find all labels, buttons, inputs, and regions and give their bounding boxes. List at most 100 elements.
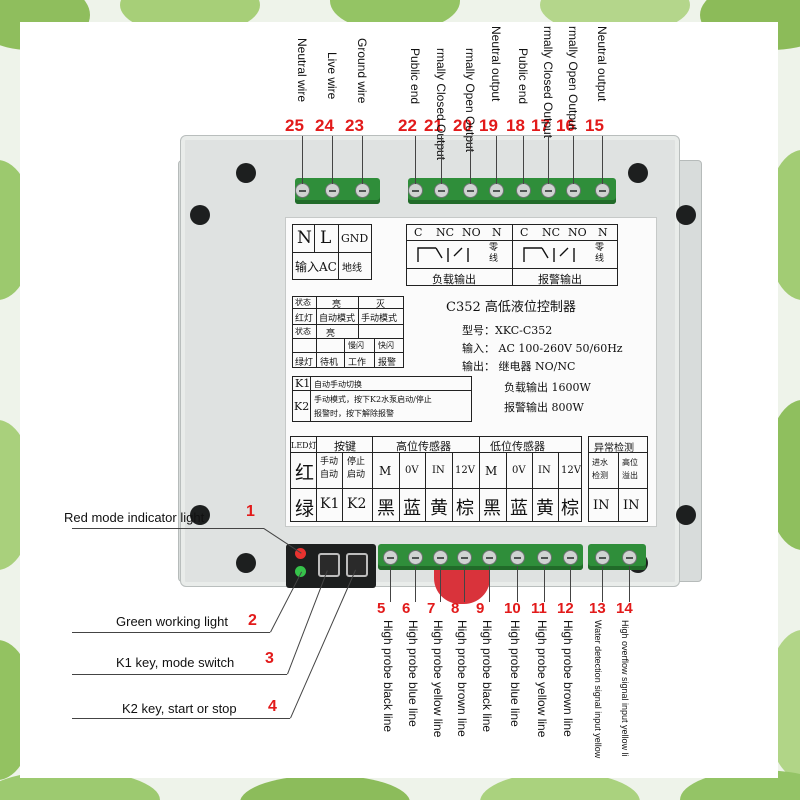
mounting-hole <box>676 505 696 525</box>
terminal-label-bottom: High probe brown line <box>455 620 469 737</box>
terminal-screw <box>489 183 504 198</box>
terminal-label-top: Neutral output <box>595 26 609 102</box>
terminal-number-top: 21 <box>424 116 443 135</box>
leader-line <box>548 136 549 184</box>
terminal-table <box>290 436 582 522</box>
relay1-nc: NC <box>436 226 455 239</box>
terminal-label-top: rmally Open Output <box>566 26 580 131</box>
state-fast: 快闪 <box>378 341 394 350</box>
spec-line: 输出： 继电器 NO/NC <box>462 360 576 373</box>
power-gnd: GND <box>341 232 369 245</box>
tbl-water: 进水 检测 <box>592 458 608 480</box>
callout-label: K1 key, mode switch <box>116 655 235 670</box>
relay2-no: NO <box>568 226 587 239</box>
tbl-led: LED灯 <box>291 441 317 450</box>
terminal-screw <box>622 550 637 565</box>
terminal-label-bottom: High overflow signal input yellow li <box>620 620 630 757</box>
terminal-screw <box>457 550 472 565</box>
leader-line <box>602 566 603 602</box>
key-table <box>292 376 472 422</box>
leader-line <box>544 566 545 602</box>
terminal-number-bottom: 7 <box>427 600 436 617</box>
tbl-stop-start: 停止 启动 <box>347 457 366 480</box>
tbl-blue: 蓝 <box>510 498 528 519</box>
terminal-screw <box>510 550 525 565</box>
leader-line <box>573 136 574 184</box>
terminal-number-bottom: 11 <box>531 600 547 617</box>
tbl-in2: IN <box>623 498 640 513</box>
leader-line <box>496 136 497 184</box>
terminal-screw <box>383 550 398 565</box>
relay1-no: NO <box>462 226 481 239</box>
key-k1: K1 <box>295 377 311 390</box>
tbl-green: 绿 <box>295 498 315 520</box>
leader-line <box>72 718 290 719</box>
callout-label: K2 key, start or stop <box>122 701 237 716</box>
tbl-in1: IN <box>593 498 610 513</box>
terminal-label-top: rmally Closed Output <box>541 26 555 139</box>
spec-line: 负载输出 1600W <box>504 381 591 394</box>
terminal-number-top: 25 <box>285 116 304 135</box>
terminal-number-bottom: 10 <box>504 600 521 617</box>
power-l: L <box>320 228 332 248</box>
k2-button[interactable] <box>346 553 368 577</box>
green-led <box>295 566 306 577</box>
state-g2: 工作 <box>348 358 367 368</box>
spec-label: N L GND 输入AC 地线 C NC NO N 零线 负载输出 C NC N… <box>285 217 657 527</box>
terminal-label-top: Neutral output <box>489 26 503 102</box>
spec-line: 报警输出 800W <box>504 401 584 414</box>
state-g3: 报警 <box>378 358 397 368</box>
background-leaf <box>240 775 410 800</box>
relay2-nc: NC <box>542 226 561 239</box>
relay1-symbol <box>417 247 469 262</box>
terminal-label-top: Neutral wire <box>295 38 309 103</box>
state-on-2: 亮 <box>326 329 336 339</box>
state-red-off: 手动模式 <box>361 314 398 324</box>
terminal-number-bottom: 12 <box>557 600 574 617</box>
k1-button[interactable] <box>318 553 340 577</box>
terminal-label-bottom: High probe blue line <box>406 620 420 727</box>
terminal-number-top: 16 <box>556 116 575 135</box>
leader-line <box>470 136 471 184</box>
terminal-label-bottom: High probe brown line <box>561 620 575 737</box>
leader-line <box>629 566 630 602</box>
leader-line <box>390 566 391 602</box>
tbl-m: M <box>485 464 498 478</box>
terminal-screw <box>563 550 578 565</box>
terminal-label-bottom: High probe yellow line <box>431 620 445 738</box>
state-red-on: 自动模式 <box>319 314 356 324</box>
terminal-number-top: 19 <box>479 116 498 135</box>
terminal-screw <box>595 183 610 198</box>
terminal-label-bottom: High probe black line <box>480 620 494 733</box>
key-k1-desc: 自动手动切换 <box>314 380 362 389</box>
power-ground-label: 地线 <box>342 263 362 274</box>
tbl-red: 红 <box>295 462 315 484</box>
terminal-label-top: Public end <box>408 48 422 105</box>
callout-number: 3 <box>265 650 274 667</box>
spec-line: 输入： AC 100-260V 50/60Hz <box>462 342 623 355</box>
leader-line <box>440 566 441 602</box>
terminal-number-bottom: 13 <box>589 600 606 617</box>
terminal-label-bottom: High probe black line <box>381 620 395 733</box>
relay2-caption: 报警输出 <box>538 273 582 286</box>
tbl-k1: K1 <box>320 496 340 512</box>
callout-label: Red mode indicator light <box>64 510 205 525</box>
mounting-hole <box>190 205 210 225</box>
tbl-black: 黑 <box>483 498 501 519</box>
terminal-screw <box>541 183 556 198</box>
state-off: 灭 <box>376 300 386 310</box>
tbl-12v: 12V <box>561 465 581 476</box>
leader-line <box>332 136 333 184</box>
mounting-hole <box>190 505 210 525</box>
leader-line <box>441 136 442 184</box>
leader-line <box>362 136 363 184</box>
state-header-2: 状态 <box>295 327 311 336</box>
terminal-number-bottom: 9 <box>476 600 485 617</box>
callout-number: 1 <box>246 503 255 520</box>
callout-number: 4 <box>268 698 277 715</box>
tbl-abnormal: 异常检测 <box>594 443 634 454</box>
tbl-brown: 棕 <box>561 498 579 519</box>
tbl-blue: 蓝 <box>403 498 421 519</box>
product-title: C352 高低液位控制器 <box>446 300 576 315</box>
terminal-number-top: 24 <box>315 116 334 135</box>
